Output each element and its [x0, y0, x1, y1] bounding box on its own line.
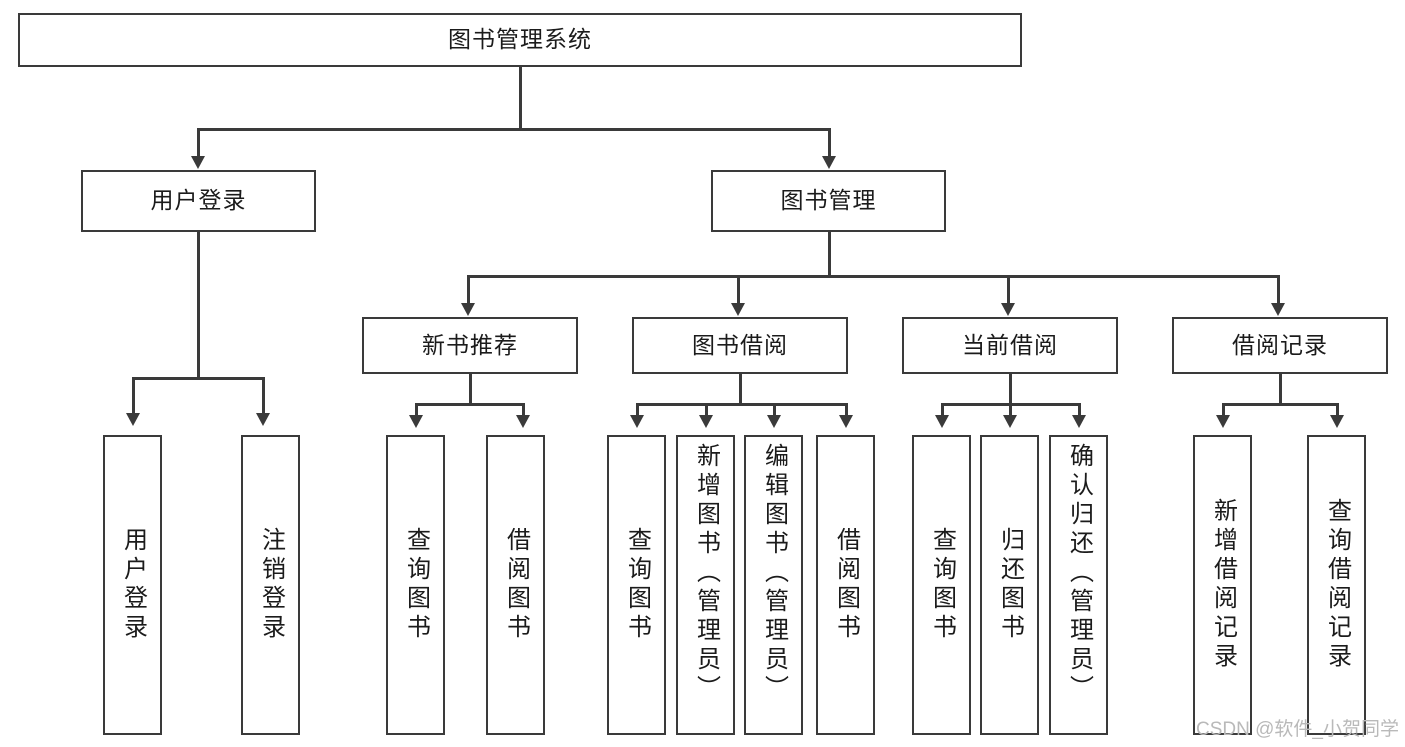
arrowhead-current-borrow [1001, 303, 1015, 316]
connector-nbr-left-drop [415, 403, 418, 417]
connector-user-login-right-drop [262, 377, 265, 415]
node-leaf-user-login-label: 用户登录 [119, 527, 147, 643]
node-leaf-query-book-1-label: 查询图书 [402, 527, 430, 643]
connector-book-borrow-bus [636, 403, 848, 406]
arrowhead-leaf-borrow-book-1 [516, 415, 530, 428]
connector-new-book-recommend-bus [415, 403, 525, 406]
node-leaf-borrow-book-1-label: 借阅图书 [502, 527, 530, 643]
arrowhead-new-book-recommend [461, 303, 475, 316]
arrowhead-leaf-return-book [1003, 415, 1017, 428]
connector-current-borrow-stem [1009, 374, 1012, 406]
node-leaf-borrow-book-2-label: 借阅图书 [832, 527, 860, 643]
connector-root-bus [197, 128, 831, 131]
connector-br-left-drop [1222, 403, 1225, 417]
node-new-book-recommend-label: 新书推荐 [422, 331, 518, 358]
connector-cb-drop-2 [1009, 403, 1012, 417]
node-leaf-user-logout[interactable]: 注销登录 [241, 435, 300, 735]
arrowhead-leaf-user-login [126, 413, 140, 426]
node-leaf-query-book-1[interactable]: 查询图书 [386, 435, 445, 735]
node-leaf-confirm-return[interactable]: 确认归还（管理员） [1049, 435, 1108, 735]
node-root[interactable]: 图书管理系统 [18, 13, 1022, 67]
connector-to-new-book-recommend [467, 275, 470, 305]
node-book-manage[interactable]: 图书管理 [711, 170, 946, 232]
arrowhead-leaf-borrow-book-2 [839, 415, 853, 428]
connector-bb-drop-1 [636, 403, 639, 417]
node-leaf-confirm-return-label: 确认归还（管理员） [1065, 443, 1093, 704]
node-leaf-query-record-label: 查询借阅记录 [1323, 498, 1351, 672]
arrowhead-book-borrow [731, 303, 745, 316]
connector-user-login-bus [132, 377, 265, 380]
node-leaf-return-book-label: 归还图书 [996, 527, 1024, 643]
node-book-borrow-label: 图书借阅 [692, 331, 788, 358]
connector-root-to-book-manage [828, 128, 831, 158]
connector-book-manage-stem [828, 232, 831, 278]
arrowhead-leaf-edit-book [767, 415, 781, 428]
node-borrow-record-label: 借阅记录 [1232, 331, 1328, 358]
node-leaf-edit-book[interactable]: 编辑图书（管理员） [744, 435, 803, 735]
node-root-label: 图书管理系统 [448, 26, 592, 53]
arrowhead-leaf-add-book [699, 415, 713, 428]
connector-bb-drop-3 [773, 403, 776, 417]
arrowhead-leaf-user-logout [256, 413, 270, 426]
connector-cb-drop-3 [1078, 403, 1081, 417]
arrowhead-leaf-confirm-return [1072, 415, 1086, 428]
node-leaf-add-book-label: 新增图书（管理员） [692, 443, 720, 704]
node-user-login-label: 用户登录 [150, 187, 247, 214]
node-new-book-recommend[interactable]: 新书推荐 [362, 317, 578, 374]
connector-book-manage-bus [467, 275, 1279, 278]
node-leaf-query-book-3[interactable]: 查询图书 [912, 435, 971, 735]
node-leaf-user-login[interactable]: 用户登录 [103, 435, 162, 735]
connector-root-to-user-login [197, 128, 200, 158]
connector-to-current-borrow [1007, 275, 1010, 305]
node-leaf-borrow-book-1[interactable]: 借阅图书 [486, 435, 545, 735]
node-leaf-add-record-label: 新增借阅记录 [1209, 498, 1237, 672]
arrowhead-leaf-query-book-1 [409, 415, 423, 428]
node-leaf-return-book[interactable]: 归还图书 [980, 435, 1039, 735]
connector-book-borrow-stem [739, 374, 742, 406]
connector-user-login-stem [197, 232, 200, 380]
connector-br-right-drop [1336, 403, 1339, 417]
node-borrow-record[interactable]: 借阅记录 [1172, 317, 1388, 374]
connector-nbr-right-drop [522, 403, 525, 417]
node-current-borrow[interactable]: 当前借阅 [902, 317, 1118, 374]
connector-bb-drop-2 [705, 403, 708, 417]
arrowhead-leaf-query-record [1330, 415, 1344, 428]
node-leaf-borrow-book-2[interactable]: 借阅图书 [816, 435, 875, 735]
node-leaf-add-book[interactable]: 新增图书（管理员） [676, 435, 735, 735]
node-current-borrow-label: 当前借阅 [962, 331, 1058, 358]
node-leaf-edit-book-label: 编辑图书（管理员） [760, 443, 788, 704]
arrowhead-user-login [191, 156, 205, 169]
arrowhead-borrow-record [1271, 303, 1285, 316]
node-leaf-query-book-2[interactable]: 查询图书 [607, 435, 666, 735]
connector-cb-drop-1 [941, 403, 944, 417]
connector-borrow-record-bus [1222, 403, 1339, 406]
node-leaf-add-record[interactable]: 新增借阅记录 [1193, 435, 1252, 735]
node-book-manage-label: 图书管理 [780, 187, 877, 214]
connector-to-book-borrow [737, 275, 740, 305]
connector-new-book-recommend-stem [469, 374, 472, 406]
node-user-login[interactable]: 用户登录 [81, 170, 316, 232]
node-leaf-query-record[interactable]: 查询借阅记录 [1307, 435, 1366, 735]
node-leaf-query-book-3-label: 查询图书 [928, 527, 956, 643]
connector-root-stem [519, 67, 522, 130]
csdn-watermark: CSDN @软件_小贺同学 [1196, 719, 1399, 740]
node-leaf-query-book-2-label: 查询图书 [623, 527, 651, 643]
connector-bb-drop-4 [845, 403, 848, 417]
arrowhead-leaf-query-book-3 [935, 415, 949, 428]
connector-user-login-left-drop [132, 377, 135, 415]
arrowhead-leaf-query-book-2 [630, 415, 644, 428]
connector-borrow-record-stem [1279, 374, 1282, 406]
arrowhead-leaf-add-record [1216, 415, 1230, 428]
connector-to-borrow-record [1277, 275, 1280, 305]
arrowhead-book-manage [822, 156, 836, 169]
node-leaf-user-logout-label: 注销登录 [257, 527, 285, 643]
node-book-borrow[interactable]: 图书借阅 [632, 317, 848, 374]
